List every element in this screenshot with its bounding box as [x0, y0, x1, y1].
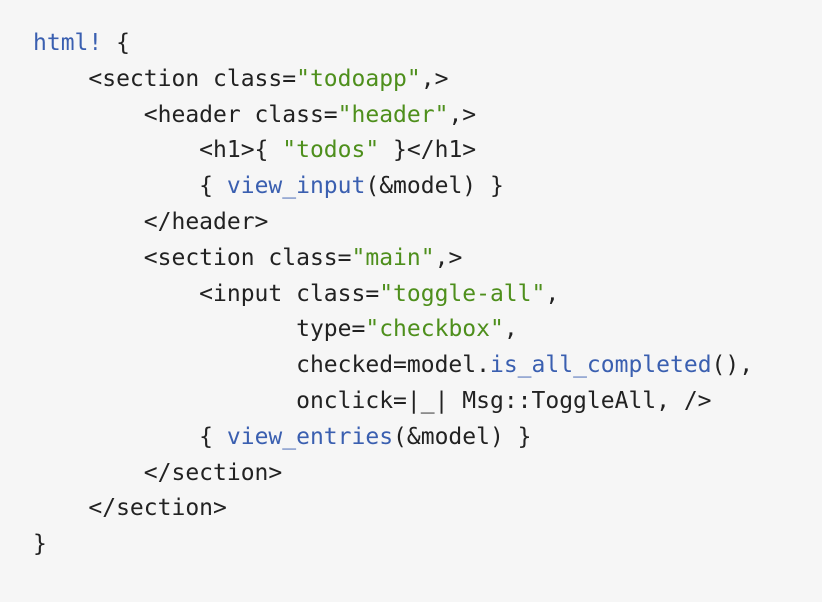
- code-token: ,>: [448, 101, 477, 128]
- code-string: "toggle-all": [379, 280, 546, 307]
- code-token: <section class=: [88, 65, 297, 92]
- code-indent: [33, 137, 199, 163]
- code-token: </section>: [88, 495, 227, 522]
- code-token: ,>: [420, 65, 449, 92]
- code-indent: [33, 460, 144, 486]
- code-token: {: [199, 173, 227, 200]
- code-token: <input class=: [199, 280, 380, 307]
- code-token: (&model) }: [365, 173, 504, 200]
- code-token: }</h1>: [379, 137, 477, 164]
- code-token: ,: [503, 316, 518, 343]
- code-token: ,: [545, 280, 560, 307]
- code-indent: [33, 316, 296, 342]
- code-token: (),: [711, 352, 754, 379]
- code-token: ,>: [434, 244, 463, 271]
- code-indent: [33, 352, 296, 378]
- code-line: </section>: [33, 491, 822, 527]
- code-indent: [33, 424, 199, 450]
- code-token: type=: [296, 316, 366, 343]
- code-line: <header class="header",>: [33, 98, 822, 134]
- code-string: "todos": [282, 137, 380, 164]
- code-function: view_entries: [226, 423, 394, 450]
- code-line: }: [33, 527, 822, 563]
- code-token: </header>: [143, 208, 269, 235]
- code-line: html! {: [33, 26, 822, 62]
- code-indent: [33, 209, 144, 235]
- code-token: <section class=: [143, 244, 352, 271]
- code-string: "header": [337, 101, 449, 128]
- code-line: <input class="toggle-all",: [33, 277, 822, 313]
- code-line: type="checkbox",: [33, 312, 822, 348]
- code-indent: [33, 66, 88, 92]
- code-token: <header class=: [143, 101, 338, 128]
- code-indent: [33, 173, 199, 199]
- code-indent: [33, 281, 199, 307]
- code-indent: [33, 388, 296, 414]
- code-lines: html! { <section class="todoapp",> <head…: [33, 26, 822, 563]
- code-indent: [33, 245, 144, 271]
- code-line: checked=model.is_all_completed(),: [33, 348, 822, 384]
- code-token: }: [33, 531, 47, 558]
- code-line: { view_entries(&model) }: [33, 420, 822, 456]
- code-line: <section class="main",>: [33, 241, 822, 277]
- code-indent: [33, 495, 88, 521]
- code-token: </section>: [143, 459, 283, 486]
- code-macro: html!: [33, 30, 103, 56]
- code-string: "todoapp": [296, 65, 421, 92]
- code-token: <h1>{: [199, 137, 283, 164]
- code-line: </section>: [33, 456, 822, 492]
- code-token: {: [199, 423, 227, 450]
- code-token: {: [102, 30, 130, 56]
- code-function: view_input: [226, 173, 366, 200]
- code-token: onclick=|_| Msg::ToggleAll, />: [296, 387, 712, 414]
- code-line: { view_input(&model) }: [33, 169, 822, 205]
- code-string: "main": [351, 244, 435, 271]
- code-line: <section class="todoapp",>: [33, 62, 822, 98]
- code-token: (&model) }: [393, 423, 532, 450]
- code-string: "checkbox": [365, 316, 504, 343]
- code-line: </header>: [33, 205, 822, 241]
- code-line: <h1>{ "todos" }</h1>: [33, 133, 822, 169]
- code-indent: [33, 102, 144, 128]
- code-token: checked=model.: [296, 352, 490, 379]
- code-line: onclick=|_| Msg::ToggleAll, />: [33, 384, 822, 420]
- code-function: is_all_completed: [489, 352, 712, 379]
